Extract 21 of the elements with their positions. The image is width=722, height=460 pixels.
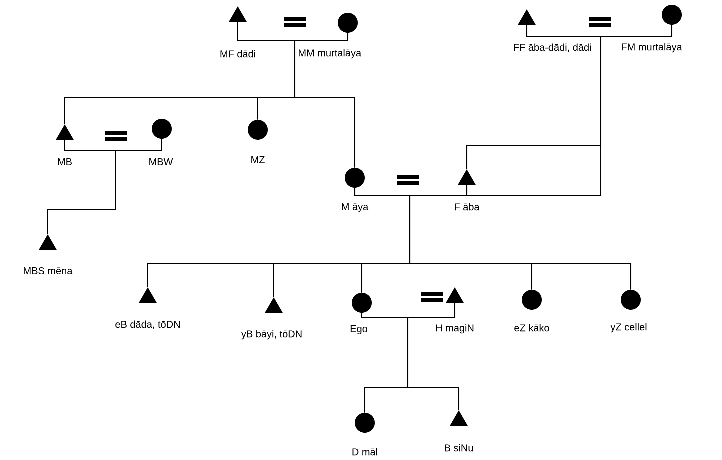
kin-term-label: FM murtalāya	[622, 43, 682, 53]
kin-term-label: F āba	[455, 203, 480, 211]
descent-line	[410, 184, 632, 290]
kin-term-label: MM murtalāya	[299, 49, 362, 59]
kin-term-label: MZ	[252, 156, 265, 164]
descent-line	[408, 302, 460, 411]
kin-term-label: MBS mēna	[24, 267, 73, 275]
kin-term-label: Ego	[350, 326, 368, 334]
kin-term-label: MBW	[150, 158, 174, 166]
kin-term-label: yZ cellel	[610, 323, 647, 333]
kin-term-label: MB	[58, 158, 72, 166]
kin-term-label: yB bāyi, tōDN	[241, 330, 302, 340]
kin-term-label: FF āba-dādi, dādi	[514, 44, 592, 52]
kin-term-label: MF dādi	[220, 50, 256, 58]
kin-term-label: M āya	[342, 204, 369, 212]
descent-line	[294, 32, 356, 168]
kin-term-label: eB dāda, tōDN	[116, 320, 180, 330]
kin-term-label: B siNu	[445, 444, 474, 452]
kin-term-label: D māl	[352, 448, 378, 456]
kin-term-label: eZ kāko	[514, 324, 550, 332]
kin-term-label: H magiN	[436, 324, 474, 334]
